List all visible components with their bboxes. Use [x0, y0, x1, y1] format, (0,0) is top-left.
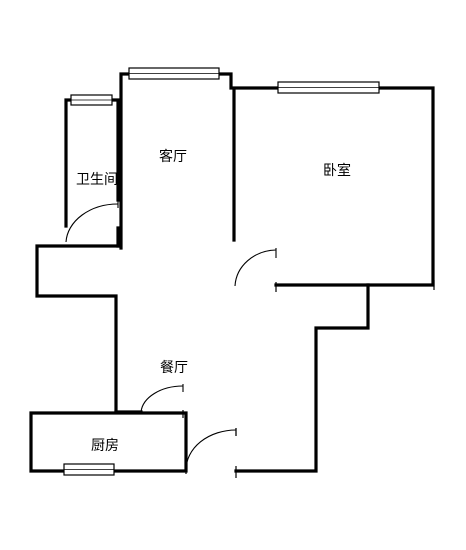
door-jambs [182, 280, 435, 478]
window-kitchen [63, 463, 115, 476]
room-label-living-room: 客厅 [159, 148, 187, 165]
door-bathroom [65, 200, 119, 243]
window-bathroom [70, 94, 113, 106]
walls [29, 72, 435, 473]
room-label-bathroom: 卫生间 [76, 172, 118, 188]
kitchen-walls [29, 411, 188, 473]
room-label-kitchen: 厨房 [91, 438, 119, 454]
door-bedroom [234, 248, 277, 287]
room-label-dining-room: 餐厅 [160, 360, 188, 376]
west-walls [35, 244, 120, 414]
window-bedroom [277, 81, 380, 94]
door-entrance [185, 428, 237, 471]
door-kitchen [140, 384, 184, 413]
room-label-bedroom: 卧室 [323, 162, 351, 179]
east-walls [234, 283, 370, 473]
bedroom-walls [232, 86, 435, 287]
window-living-room [128, 67, 220, 80]
